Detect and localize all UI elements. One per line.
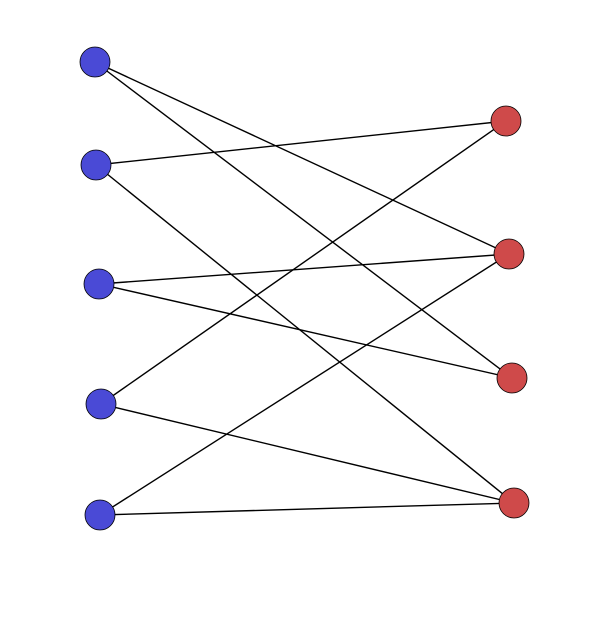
right-node-r1 xyxy=(490,105,522,137)
edge-l4-r4 xyxy=(100,403,515,504)
right-node-r2 xyxy=(493,238,525,270)
edge-l5-r4 xyxy=(99,502,515,516)
edge-l2-r1 xyxy=(95,120,507,166)
left-node-l1 xyxy=(79,46,111,78)
edge-l5-r2 xyxy=(99,253,510,516)
right-node-r3 xyxy=(496,362,528,394)
left-node-l3 xyxy=(83,268,115,300)
edge-layer xyxy=(94,61,515,516)
edge-l2-r4 xyxy=(95,164,515,504)
left-node-l5 xyxy=(84,499,116,531)
edge-l3-r3 xyxy=(98,283,513,379)
left-node-l2 xyxy=(80,149,112,181)
right-node-r4 xyxy=(498,487,530,519)
node-layer xyxy=(79,46,530,531)
edge-l4-r1 xyxy=(100,120,507,405)
left-node-l4 xyxy=(85,388,117,420)
edge-l1-r2 xyxy=(94,61,510,255)
edge-l3-r2 xyxy=(98,253,510,285)
edge-l1-r3 xyxy=(94,61,513,379)
